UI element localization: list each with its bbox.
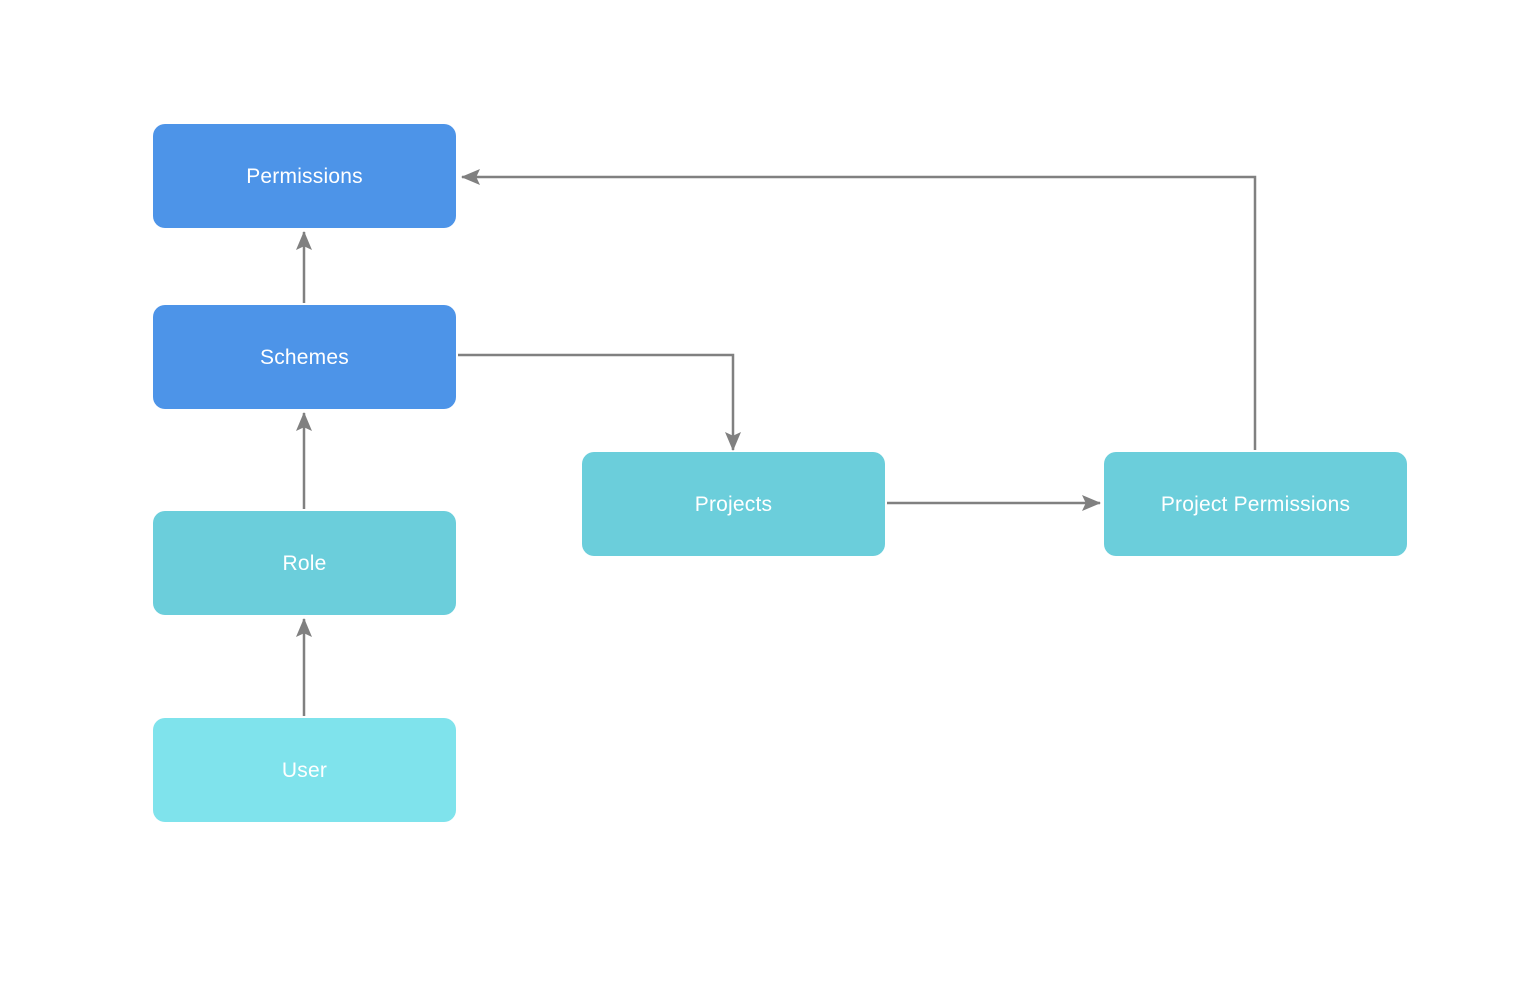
node-role[interactable]: Role [153, 511, 456, 615]
connector-project-permissions-to-permissions [460, 168, 1257, 450]
node-project-permissions[interactable]: Project Permissions [1104, 452, 1407, 556]
node-user[interactable]: User [153, 718, 456, 822]
node-label-schemes: Schemes [260, 345, 349, 369]
node-permissions[interactable]: Permissions [153, 124, 456, 228]
node-projects[interactable]: Projects [582, 452, 885, 556]
connector-schemes-to-projects [458, 353, 741, 452]
node-label-permissions: Permissions [246, 164, 363, 188]
node-label-user: User [281, 758, 328, 782]
node-label-projects: Projects [694, 492, 773, 516]
node-schemes[interactable]: Schemes [153, 305, 456, 409]
node-label-role: Role [282, 551, 327, 575]
node-label-project-permissions: Project Permissions [1160, 492, 1351, 516]
